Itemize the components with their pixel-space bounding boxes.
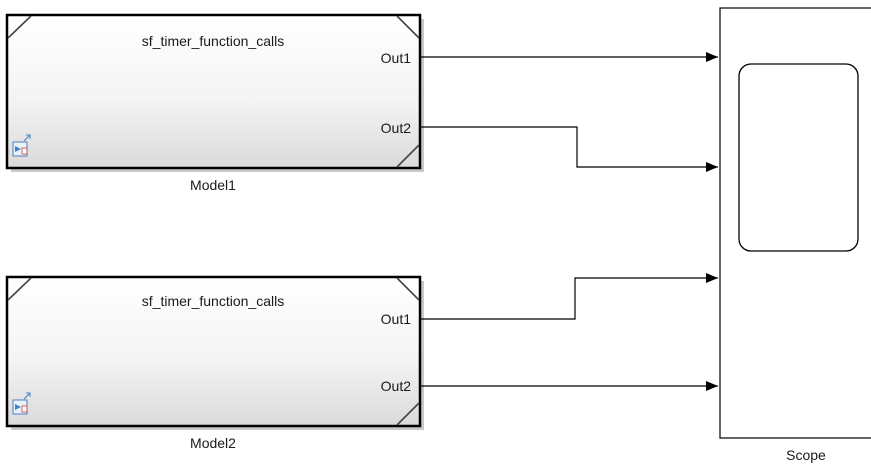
signal-line-model2-out1-to-scope[interactable] bbox=[421, 273, 718, 320]
model2-block[interactable]: sf_timer_function_calls Out1 Out2 bbox=[5, 275, 424, 430]
model1-corner-tr bbox=[396, 15, 420, 39]
model2-port-out1-label: Out1 bbox=[381, 311, 412, 327]
model2-port-out2-label: Out2 bbox=[381, 378, 412, 394]
signal-line-model1-out2-to-scope[interactable] bbox=[421, 126, 718, 172]
model1-block-name[interactable]: Model1 bbox=[190, 177, 236, 193]
scope-block-name[interactable]: Scope bbox=[786, 447, 826, 463]
scope-block[interactable] bbox=[719, 7, 871, 439]
model1-referenced-model: sf_timer_function_calls bbox=[142, 33, 284, 49]
model1-body[interactable] bbox=[5, 13, 422, 170]
scope-screen-icon bbox=[738, 63, 859, 252]
model2-block-name[interactable]: Model2 bbox=[190, 435, 236, 451]
model2-corner-br bbox=[396, 402, 420, 426]
model2-referenced-model: sf_timer_function_calls bbox=[142, 293, 284, 309]
model-reference-icon bbox=[12, 134, 31, 157]
model1-corner-tl bbox=[7, 15, 32, 39]
model1-block[interactable]: sf_timer_function_calls Out1 Out2 bbox=[5, 13, 424, 172]
model1-corner-br bbox=[396, 144, 420, 168]
model2-corner-tl bbox=[7, 277, 32, 301]
model1-port-out2-label: Out2 bbox=[381, 120, 412, 136]
model2-body[interactable] bbox=[5, 275, 422, 428]
model1-port-out1-label: Out1 bbox=[381, 50, 412, 66]
model-reference-icon bbox=[12, 392, 31, 415]
model2-corner-tr bbox=[396, 277, 420, 301]
